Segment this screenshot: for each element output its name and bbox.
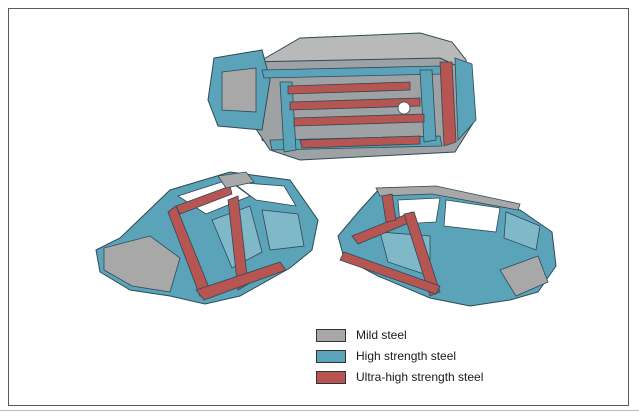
rear-three-quarter-view xyxy=(337,185,557,307)
underbody-view xyxy=(207,32,477,161)
bottom-divider xyxy=(0,410,639,411)
legend-item-mild-steel: Mild steel xyxy=(316,325,483,345)
legend: Mild steel High strength steel Ultra-hig… xyxy=(316,325,483,388)
legend-item-high-strength-steel: High strength steel xyxy=(316,346,483,366)
ultra-high-strength-steel-swatch xyxy=(316,370,346,384)
legend-label: Ultra-high strength steel xyxy=(356,370,484,384)
mild-steel-swatch xyxy=(316,328,346,342)
legend-item-ultra-high-strength-steel: Ultra-high strength steel xyxy=(316,367,483,387)
legend-label: Mild steel xyxy=(356,328,407,342)
legend-label: High strength steel xyxy=(356,349,457,363)
front-three-quarter-view xyxy=(95,171,319,305)
high-strength-steel-swatch xyxy=(316,349,346,363)
